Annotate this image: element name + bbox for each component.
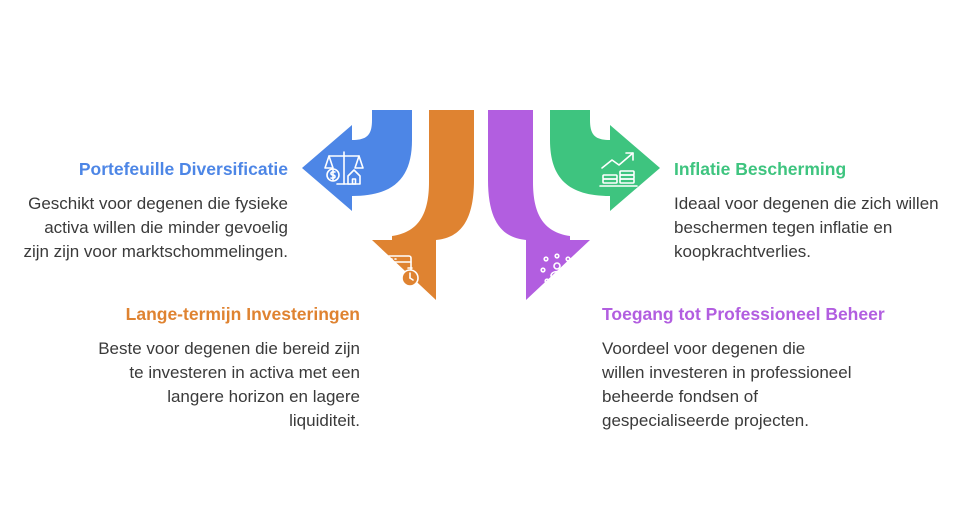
- item-description: Beste voor degenen die bereid zijn te in…: [98, 339, 360, 430]
- item-title: Lange-termijn Investeringen: [125, 304, 360, 324]
- item-toegang-professioneel-beheer: Toegang tot Professioneel Beheer Voordee…: [602, 303, 912, 433]
- item-title: Toegang tot Professioneel Beheer: [602, 304, 885, 324]
- calendar-timer-icon: [386, 255, 419, 287]
- item-title: Inflatie Bescherming: [674, 159, 847, 179]
- rising-coins-icon: [599, 152, 638, 187]
- item-inflatie-bescherming: Inflatie Bescherming Ideaal voor degenen…: [674, 158, 944, 264]
- arrow-green: [550, 110, 660, 211]
- item-description: Geschikt voor degenen die fysieke activa…: [23, 194, 288, 261]
- item-description: Voordeel voor degenen die willen investe…: [602, 339, 852, 430]
- arrow-purple: [488, 110, 590, 300]
- balance-scale-icon: [324, 151, 364, 185]
- item-description: Ideaal voor degenen die zich willen besc…: [674, 194, 939, 261]
- item-title: Portefeuille Diversificatie: [78, 159, 288, 179]
- item-portefeuille-diversificatie: Portefeuille Diversificatie Geschikt voo…: [20, 158, 288, 264]
- network-people-icon: [540, 253, 574, 287]
- item-lange-termijn-investeringen: Lange-termijn Investeringen Beste voor d…: [95, 303, 360, 433]
- arrow-orange: [372, 110, 474, 300]
